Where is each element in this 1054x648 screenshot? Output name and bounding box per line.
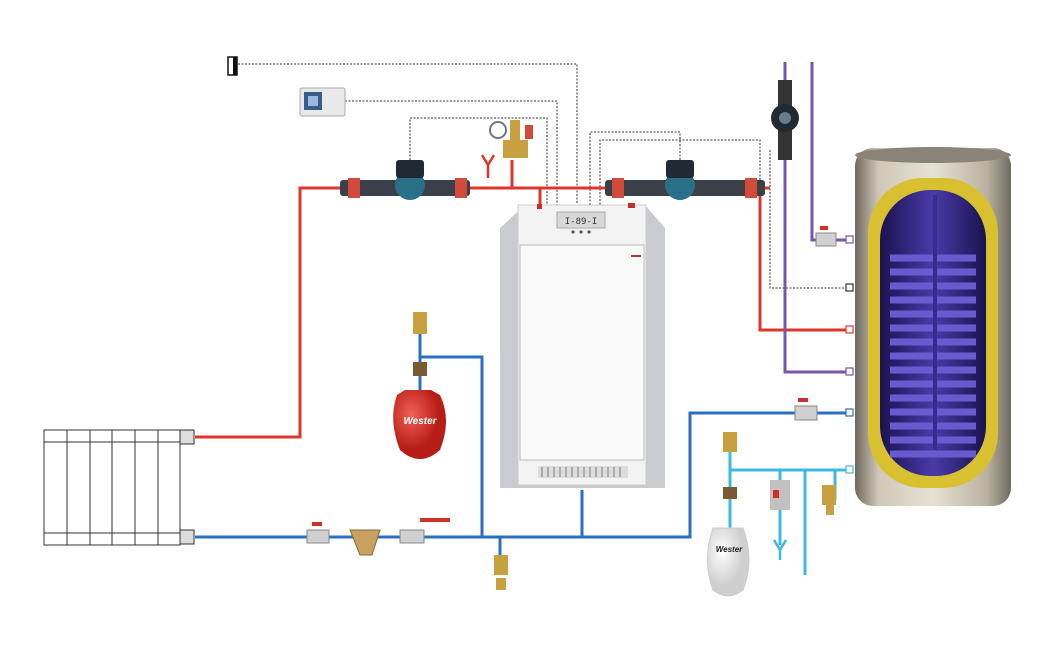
drain-valve-icon [494, 555, 508, 590]
outdoor-sensor-icon [227, 56, 238, 76]
gas-boiler: I-89-I [500, 203, 665, 488]
ball-valve-icon[interactable] [399, 518, 450, 544]
dhw-pump [771, 80, 799, 160]
heating-pump-left [340, 160, 470, 200]
boiler-display: I-89-I [565, 217, 598, 227]
supply-pipe [195, 160, 848, 439]
radiator [43, 429, 195, 546]
ball-valve-icon[interactable] [815, 226, 837, 247]
ball-valve-icon[interactable] [794, 398, 818, 421]
check-valve-icon [822, 485, 836, 515]
heating-pump-right [605, 160, 765, 200]
indirect-water-heater [855, 147, 1011, 506]
vessel-brand-logo: Wester [716, 545, 743, 554]
expansion-vessel-dhw: Wester [707, 432, 750, 597]
vessel-brand-logo: Wester [403, 416, 437, 427]
safety-valve-icon [770, 480, 790, 560]
room-thermostat-icon[interactable] [299, 87, 346, 117]
control-wiring [238, 63, 848, 289]
strainer-icon [349, 529, 381, 556]
safety-group [480, 120, 533, 178]
expansion-vessel-heating: Wester [393, 312, 446, 459]
tank-ports [845, 235, 854, 474]
ball-valve-icon[interactable] [306, 522, 330, 544]
